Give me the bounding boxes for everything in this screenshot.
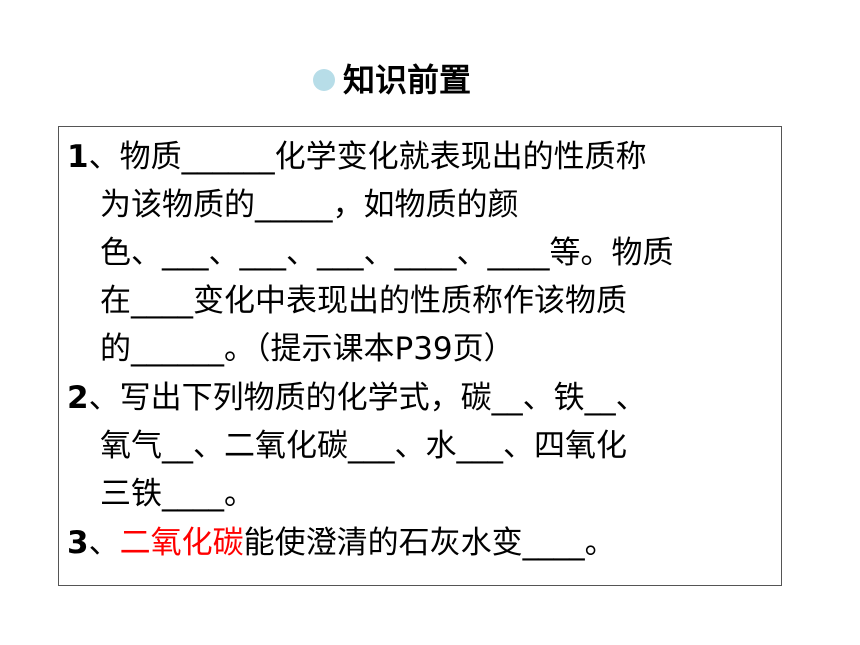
question-1-line-5: 的______。（提示课本P39页） [100, 331, 515, 367]
question-text: 、 [88, 525, 120, 561]
question-2-line-1: 2、写出下列物质的化学式，碳__、铁__、 [67, 374, 647, 422]
question-3: 3、二氧化碳能使澄清的石灰水变____。 [67, 519, 616, 567]
question-number: 2 [67, 380, 89, 416]
content-box: 1、物质______化学变化就表现出的性质称 为该物质的_____，如物质的颜 … [58, 126, 782, 586]
question-3-line-1: 3、二氧化碳能使澄清的石灰水变____。 [67, 519, 616, 567]
question-2: 2、写出下列物质的化学式，碳__、铁__、 氧气__、二氧化碳___、水___、… [67, 374, 647, 518]
highlight-term: 二氧化碳 [119, 525, 244, 561]
bullet-icon [313, 69, 335, 91]
question-2-line-2: 氧气__、二氧化碳___、水___、四氧化 [100, 428, 627, 464]
question-1-line-4: 在____变化中表现出的性质称作该物质 [100, 283, 627, 319]
question-1-line-3: 色、___、___、___、____、____等。物质 [100, 235, 674, 271]
question-number: 1 [67, 139, 89, 175]
slide-title: 知识前置 [313, 58, 471, 102]
question-1-line-2: 为该物质的_____，如物质的颜 [100, 187, 519, 223]
title-text: 知识前置 [343, 61, 472, 99]
question-1: 1、物质______化学变化就表现出的性质称 为该物质的_____，如物质的颜 … [67, 133, 674, 373]
question-2-line-3: 三铁____。 [100, 476, 255, 512]
question-text: 能使澄清的石灰水变____。 [243, 525, 616, 561]
question-text: 、物质______化学变化就表现出的性质称 [88, 139, 647, 175]
question-number: 3 [67, 525, 89, 561]
question-1-line-1: 1、物质______化学变化就表现出的性质称 [67, 133, 674, 181]
question-text: 、写出下列物质的化学式，碳__、铁__、 [88, 380, 647, 416]
